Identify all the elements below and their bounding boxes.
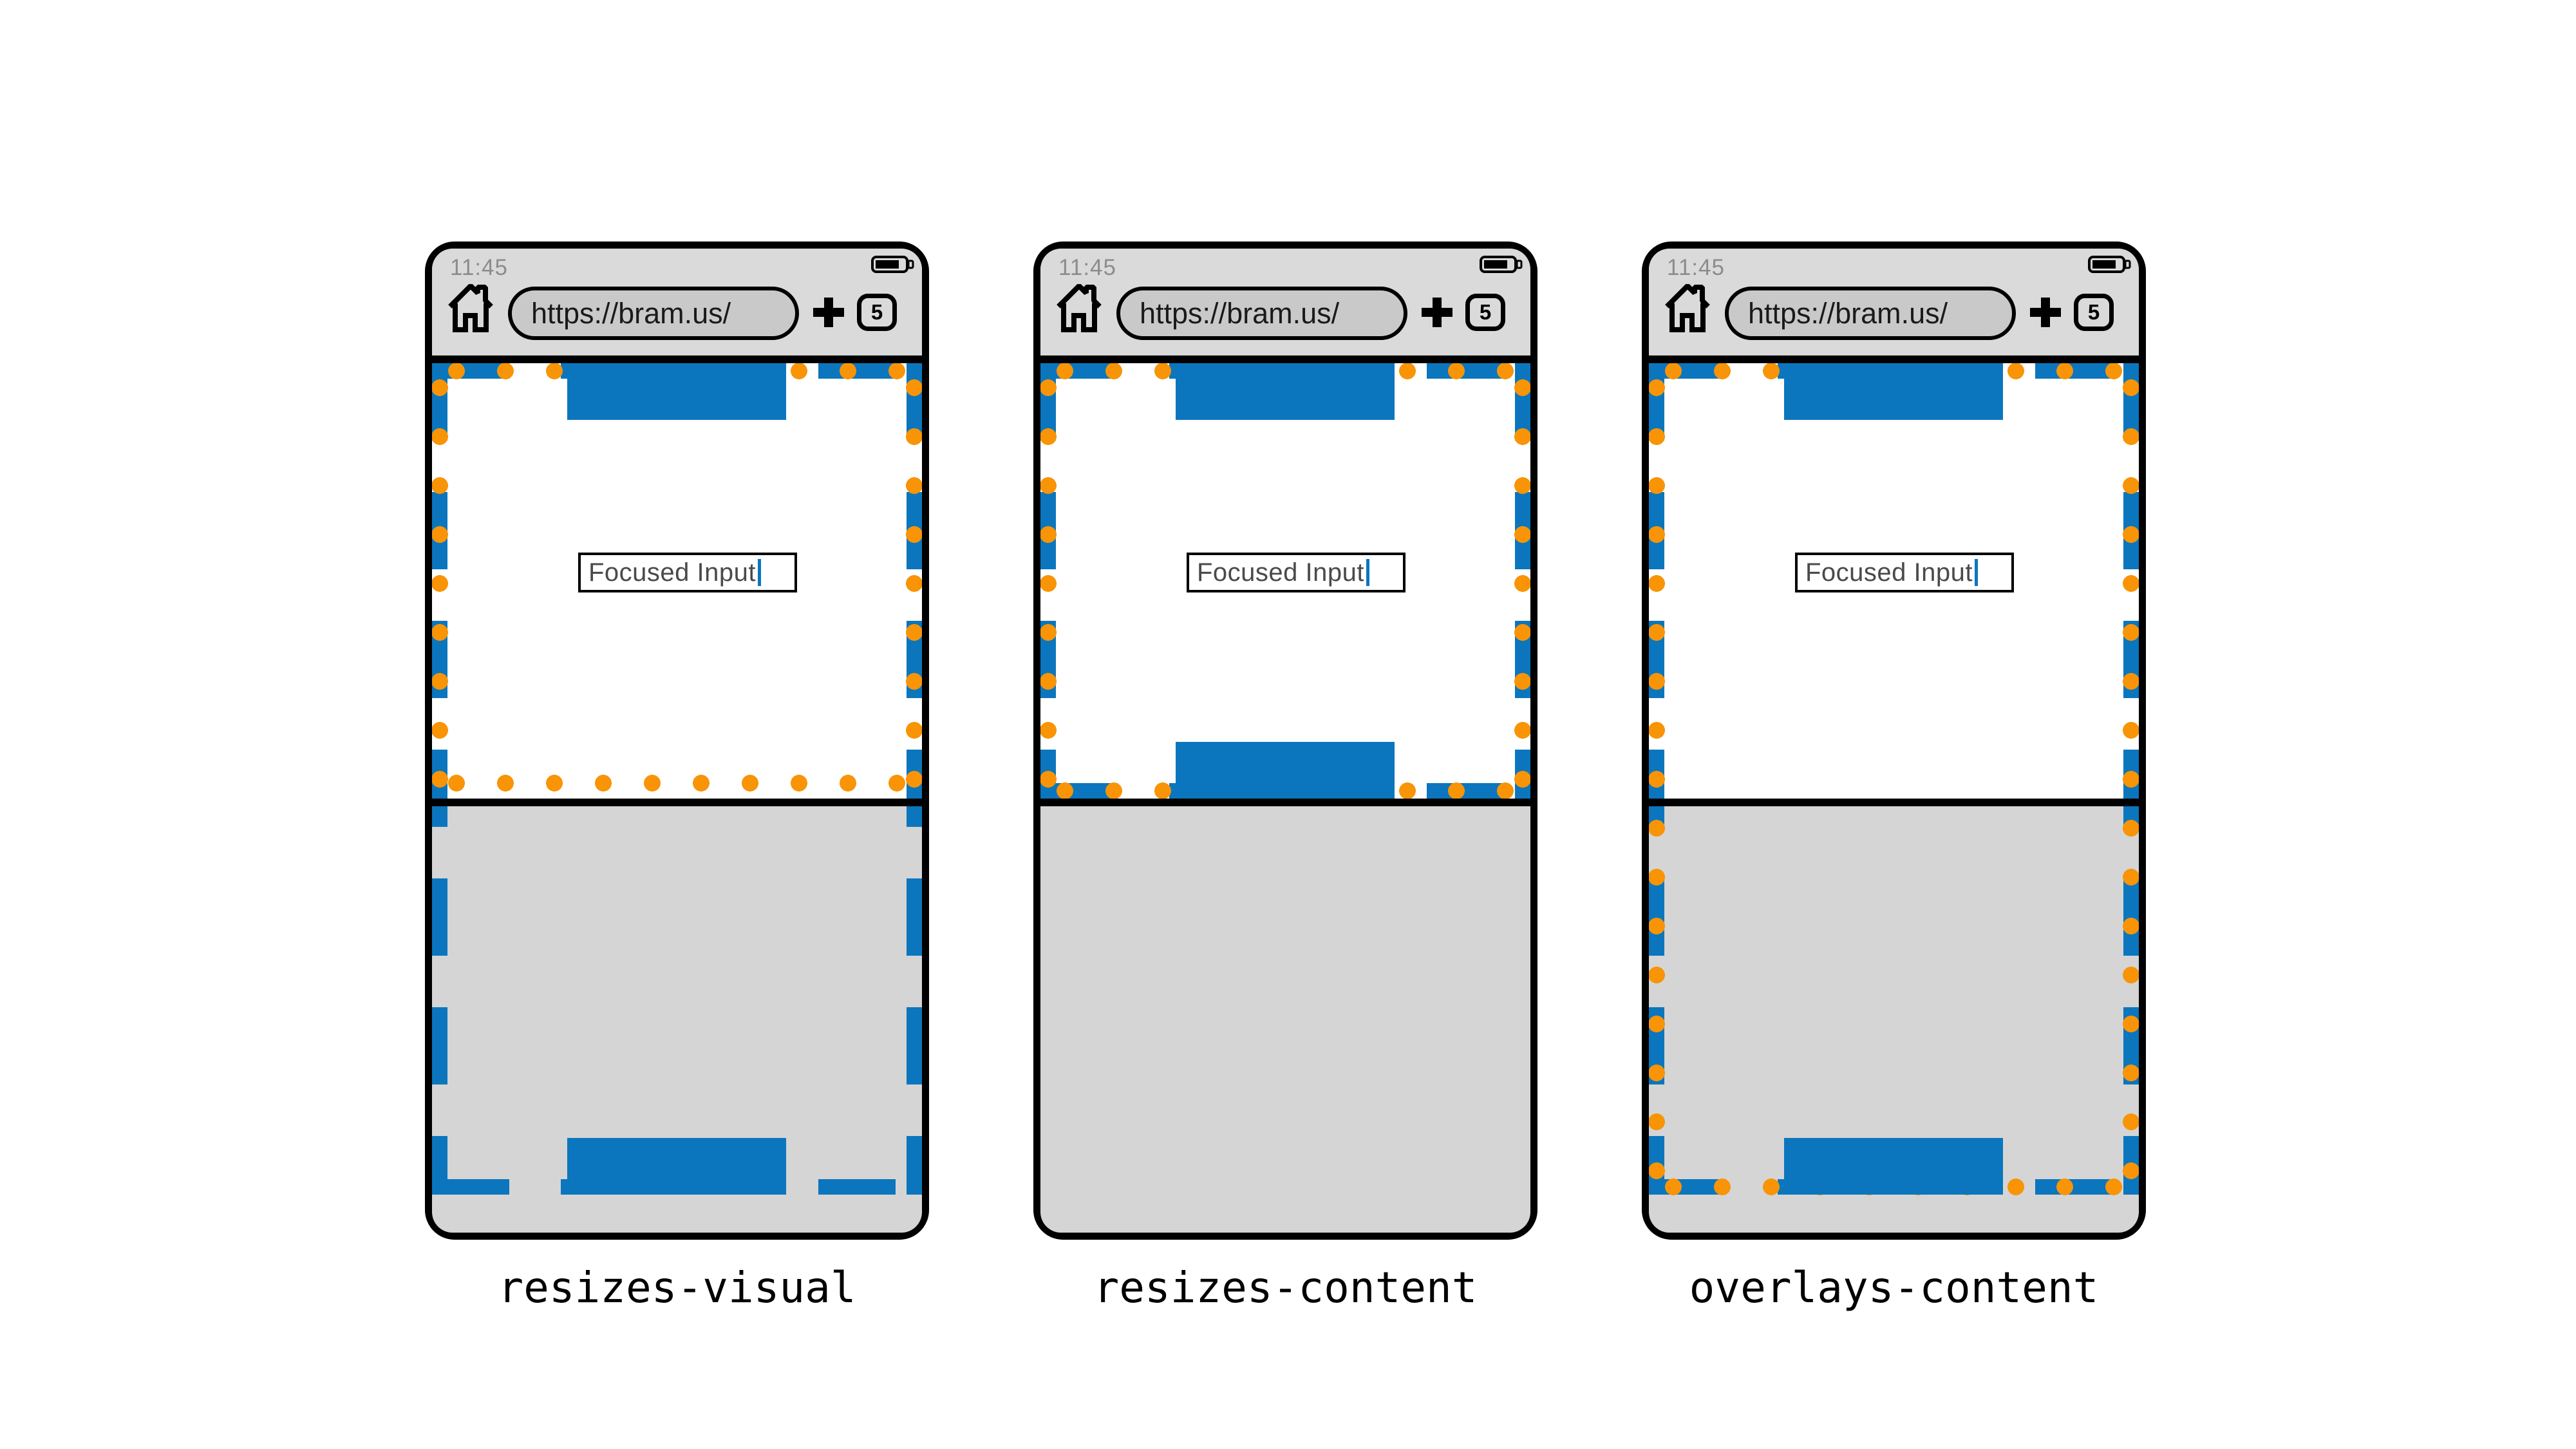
visual-viewport-border-right: [906, 363, 922, 788]
keyboard-top-edge: [432, 799, 922, 806]
url-bar[interactable]: https://bram.us/: [1725, 287, 2016, 340]
phone-mockup-resizes-visual: Focused Input 11:45: [425, 242, 929, 1240]
focused-input[interactable]: Focused Input: [578, 553, 797, 592]
phone-screen: Focused Input 11:45: [1040, 249, 1530, 1233]
phone-screen: Focused Input 11:45: [432, 249, 922, 1233]
battery-icon: [871, 256, 915, 273]
url-bar[interactable]: https://bram.us/: [508, 287, 799, 340]
phone-mockup-resizes-content: Focused Input 11:45: [1033, 242, 1537, 1240]
fixed-page-footer: [1784, 1138, 2003, 1195]
fixed-page-header: [567, 363, 786, 420]
visual-viewport-border-bottom: [432, 775, 922, 791]
status-time: 11:45: [450, 255, 508, 280]
fixed-page-header: [1176, 363, 1395, 420]
visual-viewport-border-right: [2123, 363, 2139, 1195]
virtual-keyboard-area: [1040, 806, 1530, 1233]
fixed-page-footer: [567, 1138, 786, 1195]
input-text: Focused Input: [1197, 558, 1364, 587]
visual-viewport-border-right: [1514, 363, 1530, 799]
phone-screen: Focused Input 11:45: [1649, 249, 2139, 1233]
browser-chrome: 11:45 https://bram.us/: [1649, 249, 2139, 363]
home-icon[interactable]: [447, 279, 494, 334]
battery-icon: [2088, 256, 2132, 273]
keyboard-top-edge: [1040, 799, 1530, 806]
plus-icon[interactable]: [1422, 298, 1453, 327]
text-caret-icon: [758, 559, 761, 586]
browser-chrome: 11:45 https://bram.us/: [432, 249, 922, 363]
url-text: https://bram.us/: [1140, 297, 1340, 330]
home-icon[interactable]: [1664, 279, 1711, 334]
input-text: Focused Input: [1805, 558, 1973, 587]
tab-count: 5: [1479, 300, 1492, 324]
focused-input[interactable]: Focused Input: [1187, 553, 1406, 592]
tab-counter-badge[interactable]: 5: [857, 294, 897, 331]
battery-icon: [1480, 256, 1523, 273]
browser-chrome: 11:45 https://bram.us/: [1040, 249, 1530, 363]
plus-icon[interactable]: [813, 298, 844, 327]
tab-count: 5: [2087, 300, 2100, 324]
url-text: https://bram.us/: [531, 297, 731, 330]
visual-viewport-border-left: [1040, 363, 1057, 799]
caption-resizes-content: resizes-content: [1093, 1263, 1478, 1312]
fixed-page-header: [1784, 363, 2003, 420]
input-text: Focused Input: [588, 558, 756, 587]
phone-mockup-overlays-content: Focused Input 11:45: [1642, 242, 2146, 1240]
visual-viewport-border-left: [1649, 363, 1665, 1195]
visual-viewport-border-left: [432, 363, 448, 788]
url-bar[interactable]: https://bram.us/: [1116, 287, 1407, 340]
url-text: https://bram.us/: [1748, 297, 1948, 330]
status-time: 11:45: [1667, 255, 1725, 280]
caption-resizes-visual: resizes-visual: [498, 1263, 856, 1312]
plus-icon[interactable]: [2030, 298, 2061, 327]
tab-counter-badge[interactable]: 5: [1465, 294, 1505, 331]
keyboard-top-edge: [1649, 799, 2139, 806]
home-icon[interactable]: [1056, 279, 1102, 334]
focused-input[interactable]: Focused Input: [1795, 553, 2014, 592]
text-caret-icon: [1366, 559, 1369, 586]
tab-counter-badge[interactable]: 5: [2074, 294, 2114, 331]
fixed-page-footer: [1176, 742, 1395, 799]
tab-count: 5: [870, 300, 883, 324]
text-caret-icon: [1975, 559, 1978, 586]
caption-overlays-content: overlays-content: [1689, 1263, 2099, 1312]
status-time: 11:45: [1058, 255, 1116, 280]
